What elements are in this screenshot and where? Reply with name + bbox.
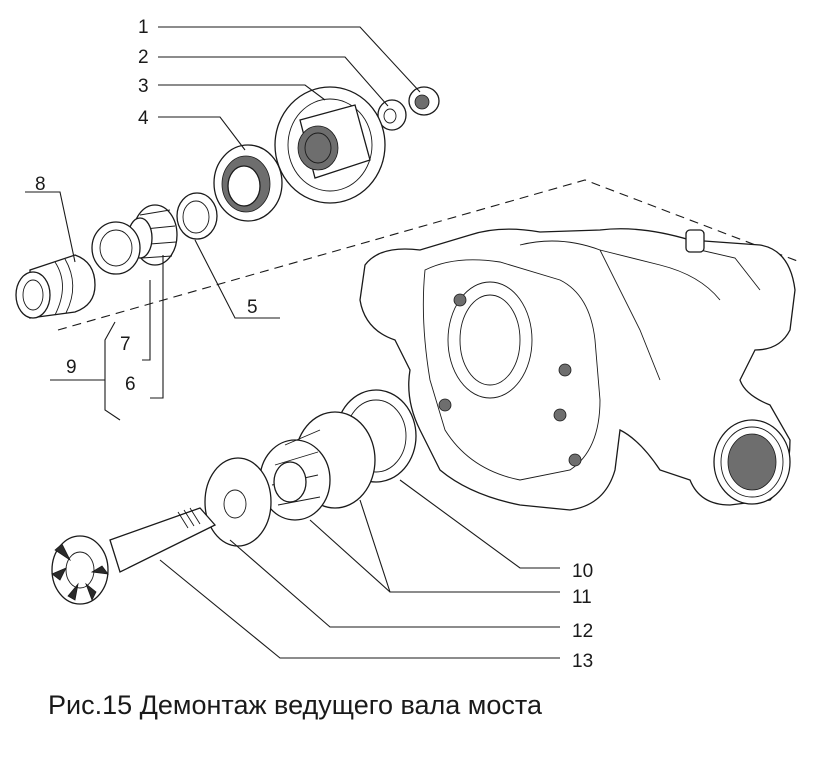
figure-caption: Рис.15 Демонтаж ведущего вала моста <box>48 690 542 720</box>
callout-numbers: 1 2 3 4 5 6 7 8 9 10 11 12 13 <box>35 17 593 672</box>
part-flange <box>274 86 386 204</box>
part-washer <box>377 99 407 131</box>
callout-5: 5 <box>247 297 258 318</box>
part-ring <box>176 192 218 240</box>
assembly-axis-lines <box>57 179 801 331</box>
callout-13: 13 <box>572 651 593 672</box>
leader-lines <box>25 26 560 659</box>
callout-3: 3 <box>138 76 149 97</box>
axle-housing <box>359 228 796 511</box>
callout-10: 10 <box>572 561 593 582</box>
callout-11: 11 <box>572 587 592 608</box>
part-nut <box>408 86 440 116</box>
callout-6: 6 <box>125 374 136 395</box>
callout-2: 2 <box>138 47 149 68</box>
part-inner-bearing <box>259 411 376 521</box>
part-outer-race <box>91 221 141 275</box>
part-seal <box>213 144 283 222</box>
part-spacer-sleeve <box>15 254 96 319</box>
callout-9: 9 <box>66 357 77 378</box>
part-shim <box>204 457 272 547</box>
callout-8: 8 <box>35 174 46 195</box>
callout-1: 1 <box>138 17 149 38</box>
callout-4: 4 <box>138 108 149 129</box>
part-pinion-shaft <box>51 507 217 605</box>
callout-7: 7 <box>120 334 131 355</box>
callout-12: 12 <box>572 621 593 642</box>
